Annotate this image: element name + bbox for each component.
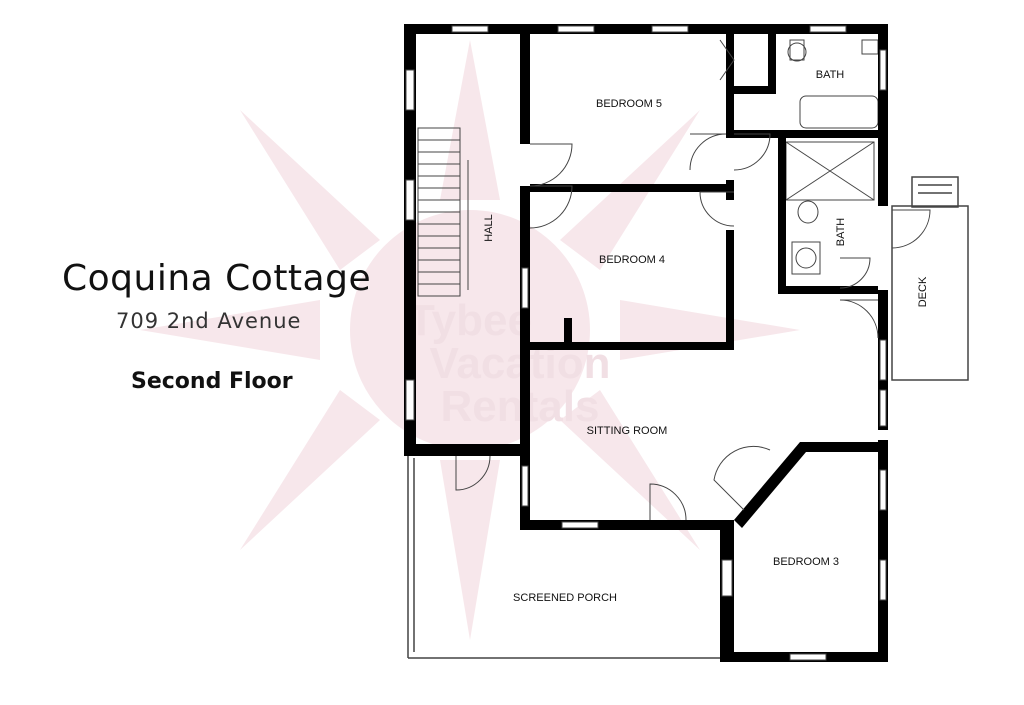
label-screened-porch: SCREENED PORCH: [513, 592, 617, 604]
label-bedroom-3: BEDROOM 3: [773, 556, 839, 568]
floor-label: Second Floor: [131, 369, 293, 394]
label-bedroom-5: BEDROOM 5: [596, 98, 662, 110]
room-labels: BEDROOM 5 BATH HALL BEDROOM 4 BATH DECK …: [483, 69, 929, 604]
stairs: [417, 127, 469, 297]
label-bedroom-4: BEDROOM 4: [599, 254, 665, 266]
label-hall: HALL: [483, 214, 495, 242]
doors: [455, 39, 931, 521]
address-subtitle: 709 2nd Avenue: [116, 309, 302, 333]
label-sitting-room: SITTING ROOM: [587, 425, 668, 437]
page-title: Coquina Cottage: [62, 258, 372, 299]
label-bath-top: BATH: [816, 69, 845, 81]
watermark-line1: Tybee: [408, 296, 532, 345]
deck: [891, 176, 969, 381]
screened-porch-outline: [407, 455, 722, 659]
label-deck: DECK: [917, 276, 929, 307]
windows: [405, 25, 887, 661]
label-bath-middle: BATH: [835, 218, 847, 247]
